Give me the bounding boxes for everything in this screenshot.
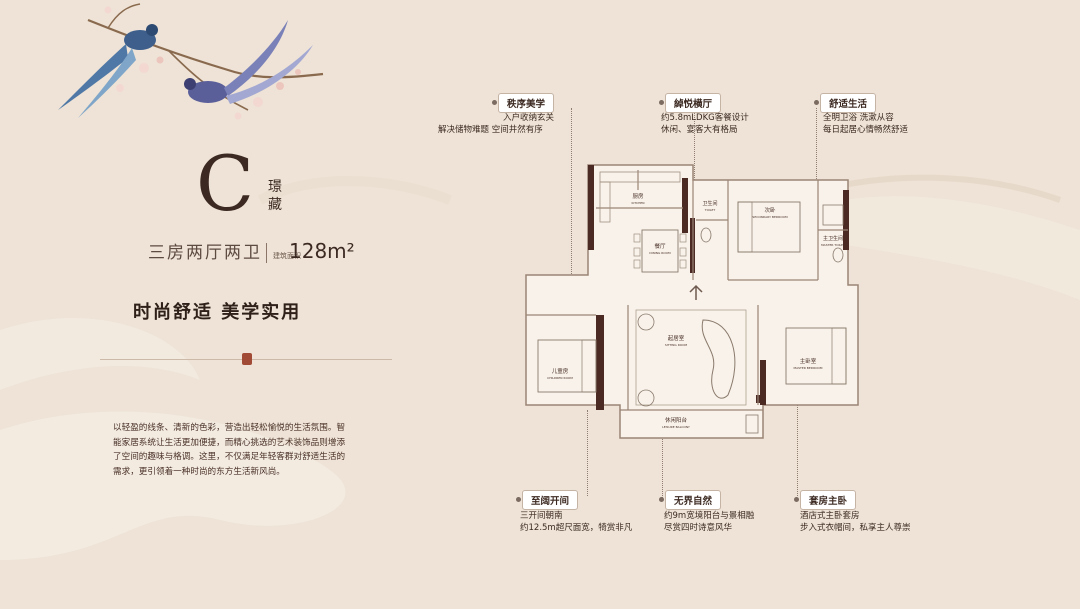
description-paragraph: 以轻盈的线条、清新的色彩，营造出轻松愉悦的生活氛围。智 能家居系统让生活更加便捷… xyxy=(113,421,387,479)
unit-type-letter: C xyxy=(196,139,255,228)
unit-area: 128m² xyxy=(289,239,355,263)
bird-branch-illustration xyxy=(58,3,324,120)
room-label-kitchen: 厨房 xyxy=(632,192,644,200)
room-label-child-room: 儿童房 xyxy=(552,367,569,375)
feature-note-line: 入户收纳玄关 xyxy=(503,113,555,123)
unit-layout: 三房两厅两卫 xyxy=(148,243,262,263)
room-label-second-bedroom-en: SECONDARY BEDROOM xyxy=(752,215,788,219)
description-line: 以轻盈的线条、清新的色彩，营造出轻松愉悦的生活氛围。智 xyxy=(113,423,346,433)
feature-note-line: 解决储物难题 空间井然有序 xyxy=(438,125,543,135)
feature-note-line: 每日起居心情畅然舒适 xyxy=(823,125,909,135)
feature-title-master-suite: 套房主卧 xyxy=(800,490,857,510)
leader-line xyxy=(587,410,589,496)
feature-note-line: 约5.8mLDKG客餐设计 xyxy=(661,113,749,123)
room-label-living: 起居室 xyxy=(668,334,685,342)
room-label-master-bedroom-en: MASTER BEDROOM xyxy=(794,366,823,370)
tag-dot xyxy=(659,100,664,105)
leader-line xyxy=(571,108,573,288)
room-label-living-en: SITTING ROOM xyxy=(665,343,688,347)
room-label-guest-bath: 卫生间 xyxy=(702,200,717,207)
tag-dot xyxy=(814,100,819,105)
feature-note-line: 尽赏四时诗意风华 xyxy=(664,523,733,533)
description-line: 需求，更引领着一种时尚的东方生活新风尚。 xyxy=(113,466,285,477)
room-label-kitchen-en: KITCHEN xyxy=(632,201,645,205)
north-arrow-icon xyxy=(689,284,703,300)
feature-note-line: 约12.5m超尺面宽，犄赏非凡 xyxy=(520,523,633,533)
room-label-dining-en: DINING ROOM xyxy=(649,251,671,255)
feature-note-line: 休闲、宴客大有格局 xyxy=(661,125,738,135)
room-label-dining: 餐厅 xyxy=(654,242,666,250)
room-label-child-room-en: CHILDREN ROOM xyxy=(547,376,573,380)
leader-line xyxy=(662,420,664,498)
description-line: 了空间的趣味与格调。这里，不仅满足年轻客群对舒适生活的 xyxy=(113,452,346,462)
leader-line xyxy=(694,108,696,192)
room-label-master-bath: 主卫生间 xyxy=(823,235,843,242)
tag-dot xyxy=(659,497,664,502)
slogan: 时尚舒适 美学实用 xyxy=(133,302,302,323)
feature-title-wide-bay: 至阔开间 xyxy=(522,490,579,510)
feature-note-line: 三开间朝南 xyxy=(520,511,563,521)
feature-note-line: 步入式衣帽间，私享主人尊崇 xyxy=(800,523,911,533)
feature-title-comfort: 舒适生活 xyxy=(820,93,877,113)
unit-layout-row: 三房两厅两卫 建筑面积 128m² xyxy=(148,238,355,263)
unit-type-name: 璟藏 xyxy=(268,179,282,213)
room-label-balcony-en: LEISURE BALCONY xyxy=(662,425,690,429)
room-label-second-bedroom: 次卧 xyxy=(764,206,776,214)
feature-note-line: 酒店式主卧套房 xyxy=(800,511,860,521)
area-label: 建筑面积 xyxy=(273,252,301,260)
feature-note-line: 约9m宽境阳台与景相融 xyxy=(664,511,755,521)
floor-plan: 厨房 KITCHEN 餐厅 DINING ROOM 卫生间 TOILET 次卧 … xyxy=(525,164,859,439)
layout-separator xyxy=(266,243,267,263)
tag-dot xyxy=(492,100,497,105)
feature-note-line: 全明卫浴 洗漱从容 xyxy=(823,113,894,123)
room-label-guest-bath-en: TOILET xyxy=(704,208,716,212)
seal-icon xyxy=(242,353,252,365)
leader-line xyxy=(797,390,799,496)
feature-title-living-hall: 綽悦横厅 xyxy=(665,93,722,113)
room-label-master-bedroom: 主卧室 xyxy=(800,357,817,365)
feature-title-nature: 无界自然 xyxy=(665,490,722,510)
room-label-balcony: 休闲阳台 xyxy=(665,416,688,424)
tag-dot xyxy=(794,497,799,502)
description-line: 能家居系统让生活更加便捷，而精心挑选的艺术装饰品则增添 xyxy=(113,437,346,448)
tag-dot xyxy=(516,497,521,502)
room-label-master-bath-en: MASTER TOILET xyxy=(821,243,845,247)
feature-title-storage: 秩序美学 xyxy=(498,93,555,113)
